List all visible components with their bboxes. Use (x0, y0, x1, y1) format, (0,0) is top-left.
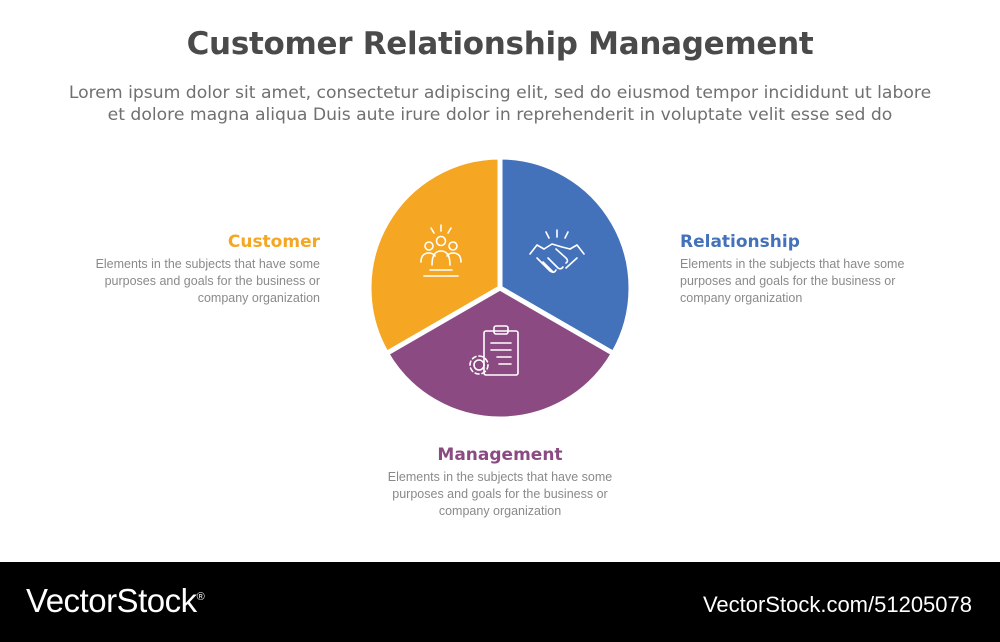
segment-title: Management (437, 445, 563, 465)
watermark-footer: VectorStock® VectorStock.com/51205078 (0, 562, 1000, 642)
segment-label-management: Management Elements in the subjects that… (340, 445, 660, 520)
description-line: Elements in the subjects that have some (680, 257, 905, 271)
brand-logo: VectorStock® (26, 582, 205, 620)
handshake-icon (529, 229, 585, 274)
pie-segment-management (384, 285, 616, 422)
description-line: Elements in the subjects that have some (387, 470, 613, 484)
description-line: company organization (438, 504, 562, 518)
segment-label-customer: Customer Elements in the subjects that h… (60, 232, 320, 307)
segment-description: Elements in the subjects that have some … (680, 256, 940, 307)
description-line: company organization (197, 291, 320, 305)
subtitle-line: et dolore magna aliqua Duis aute irure d… (107, 105, 893, 125)
segment-title: Relationship (680, 232, 800, 252)
description-line: Elements in the subjects that have some (95, 257, 320, 271)
segment-label-relationship: Relationship Elements in the subjects th… (680, 232, 940, 307)
image-id: VectorStock.com/51205078 (702, 592, 972, 617)
subtitle-line: Lorem ipsum dolor sit amet, consectetur … (68, 83, 932, 103)
description-line: company organization (680, 291, 803, 305)
brand-name: VectorStock (26, 582, 197, 619)
page-subtitle: Lorem ipsum dolor sit amet, consectetur … (40, 82, 960, 126)
segment-description: Elements in the subjects that have some … (60, 256, 320, 307)
registered-mark: ® (196, 591, 205, 603)
description-line: purposes and goals for the business or (104, 274, 320, 288)
clipboard-gear-icon (469, 325, 519, 376)
description-line: purposes and goals for the business or (392, 487, 608, 501)
page-title: Customer Relationship Management (186, 26, 814, 62)
description-line: purposes and goals for the business or (680, 274, 896, 288)
segment-description: Elements in the subjects that have some … (340, 469, 660, 520)
segment-title: Customer (227, 232, 320, 252)
pie-diagram (369, 157, 631, 422)
people-group-icon (420, 224, 462, 277)
